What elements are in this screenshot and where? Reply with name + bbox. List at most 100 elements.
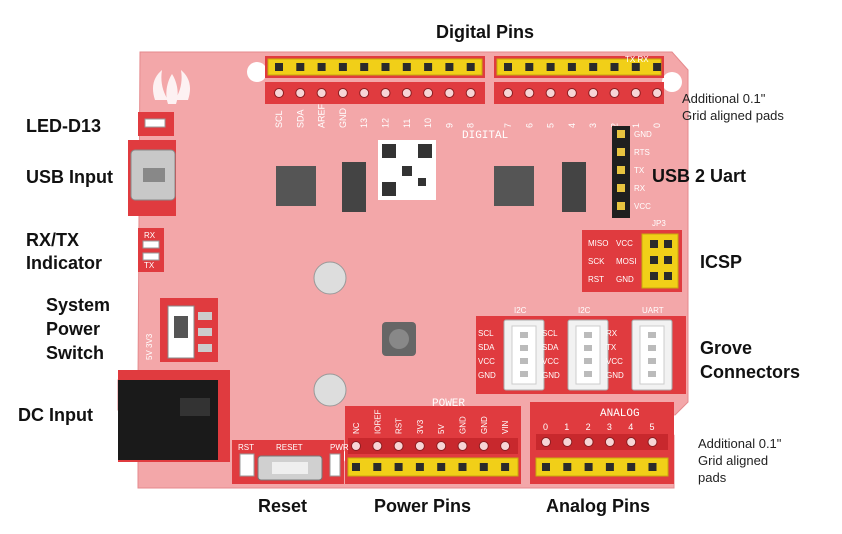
led-d13: [144, 118, 166, 128]
header-pad: [652, 88, 663, 98]
header-pin: [338, 63, 347, 71]
uart-pin: [617, 184, 625, 192]
power-pin: [415, 463, 424, 471]
power-pin-label: VIN: [501, 420, 510, 434]
analog-pad: [626, 437, 637, 447]
power-pin: [479, 463, 488, 471]
pin-label: 7: [503, 123, 513, 128]
analog-pin: [605, 463, 614, 471]
grove-contact: [584, 358, 592, 364]
grove-contact: [648, 358, 656, 364]
power-pad: [457, 441, 468, 451]
header-pad: [545, 88, 556, 98]
header-pad: [337, 88, 348, 98]
rxtx-area: [138, 228, 164, 272]
pwr-led: [329, 453, 341, 477]
qr-pattern: [382, 144, 432, 196]
uart-pin-label: RX: [634, 184, 646, 193]
grove-contact: [520, 332, 528, 338]
grove-pin-label: SCL: [478, 329, 494, 338]
icsp-pin: [664, 256, 672, 264]
analog-pin: [563, 463, 572, 471]
header-pin: [402, 63, 411, 71]
power-pin: [373, 463, 382, 471]
uart-pin: [617, 130, 625, 138]
rx-led: [142, 240, 160, 249]
analog-pad: [541, 437, 551, 447]
power-pad: [351, 441, 361, 451]
power-pin: [394, 463, 403, 471]
grove-pin-label: SDA: [478, 343, 495, 352]
header-pin: [610, 63, 619, 71]
header-pin: [296, 63, 305, 71]
power-pad: [478, 441, 489, 451]
power-silk: POWER: [432, 398, 465, 410]
analog-pin: [542, 463, 550, 471]
pin-label: AREF: [317, 103, 327, 128]
power-pin-label: RST: [395, 418, 404, 434]
analog-pin-label: 1: [564, 422, 569, 432]
power-pad: [414, 441, 425, 451]
analog-pin: [648, 463, 657, 471]
header-pad: [566, 88, 577, 98]
analog-pad: [562, 437, 573, 447]
power-pin: [501, 463, 510, 471]
grove-label-line2: Connectors: [700, 362, 801, 382]
analog-pad: [583, 437, 594, 447]
grove-contact: [584, 371, 592, 377]
grove-pin-label: VCC: [478, 357, 495, 366]
grove-title: UART: [642, 306, 664, 315]
analog-pin-label: 3: [607, 422, 612, 432]
usb2uart-label: USB 2 Uart: [652, 166, 747, 186]
capacitor: [313, 261, 347, 295]
rst-silk: RST: [238, 443, 254, 452]
uart-pin: [617, 202, 625, 210]
volt-silk: 5V 3V3: [145, 333, 154, 360]
header-pin: [525, 63, 534, 71]
header-pin: [445, 63, 454, 71]
analog-pin: [627, 463, 636, 471]
header-pin: [466, 63, 475, 71]
usb-input-label: USB Input: [26, 167, 113, 187]
pads-bottom-line1: Additional 0.1": [698, 436, 782, 451]
header-pad: [423, 88, 434, 98]
grove-title: I2C: [514, 306, 527, 315]
icsp-pin: [650, 240, 658, 248]
icsp-label: ICSP: [700, 252, 743, 272]
power-pin: [458, 463, 467, 471]
header-pin: [424, 63, 433, 71]
power-pin: [352, 463, 360, 471]
grove-contact: [584, 332, 592, 338]
header-pin: [631, 63, 640, 71]
header-pad: [630, 88, 641, 98]
pads-bottom-line2: Grid aligned: [698, 453, 769, 468]
header-pin: [317, 63, 326, 71]
uart-pin-label: TX: [634, 166, 645, 175]
header-pad: [274, 88, 284, 98]
header-pin: [546, 63, 555, 71]
uart-pin: [617, 166, 625, 174]
grove-contact: [648, 345, 656, 351]
grove-pin-label: VCC: [542, 357, 559, 366]
pin-label: 8: [466, 123, 476, 128]
icsp-pin: [650, 256, 658, 264]
uart-pin-label: RTS: [634, 148, 650, 157]
reset-button-cap[interactable]: [272, 462, 308, 474]
dc-input-label: DC Input: [18, 405, 93, 425]
pin-label: 6: [524, 123, 534, 128]
analog-pin-label: 0: [543, 422, 548, 432]
power-pad: [393, 441, 404, 451]
analog-pin-label: 5: [650, 422, 655, 432]
pin-label: GND: [338, 108, 348, 129]
header-pad: [401, 88, 412, 98]
pin-label: 12: [381, 118, 391, 128]
header-pad: [465, 88, 476, 98]
power-pads: [348, 438, 518, 454]
rx-silk: RX: [144, 231, 156, 240]
analog-pin-label: 2: [586, 422, 591, 432]
tx-silk: TX: [144, 261, 155, 270]
dc-jack-contact: [180, 398, 210, 416]
rst-led: [239, 453, 255, 477]
header-pad: [444, 88, 455, 98]
